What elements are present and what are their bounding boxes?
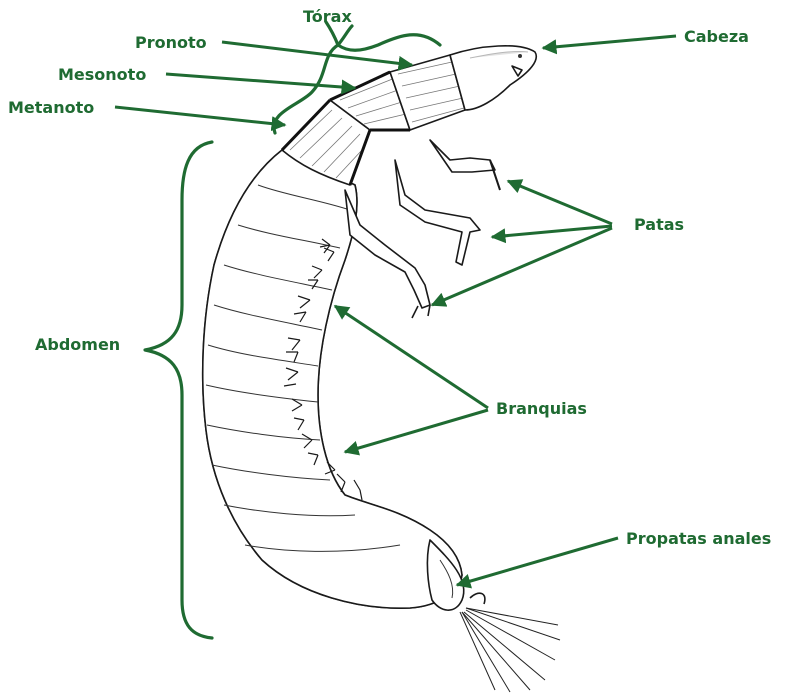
patas-arrow-3 [432, 228, 612, 305]
thorax-plates [282, 55, 465, 185]
label-cabeza: Cabeza [684, 27, 749, 46]
label-propatas: Propatas anales [626, 529, 771, 548]
label-abdomen: Abdomen [35, 335, 120, 354]
label-torax: Tórax [303, 7, 352, 26]
label-metanoto: Metanoto [8, 98, 94, 117]
propatas-arrow [457, 538, 618, 585]
abdomen-brace [145, 142, 212, 638]
metanoto-arrow [115, 107, 285, 125]
label-branquias: Branquias [496, 399, 587, 418]
patas-arrow-1 [508, 181, 612, 224]
branquias-arrow-1 [335, 306, 488, 408]
head [450, 46, 536, 110]
anal-prolegs [427, 540, 560, 692]
label-patas: Patas [634, 215, 684, 234]
label-pronoto: Pronoto [135, 33, 207, 52]
larva-illustration [203, 46, 560, 692]
pronoto-arrow [222, 42, 412, 65]
label-mesonoto: Mesonoto [58, 65, 146, 84]
legs [345, 140, 500, 318]
cabeza-arrow [543, 36, 676, 48]
branquias-arrow-2 [345, 410, 488, 452]
mesonoto-arrow [166, 74, 355, 88]
